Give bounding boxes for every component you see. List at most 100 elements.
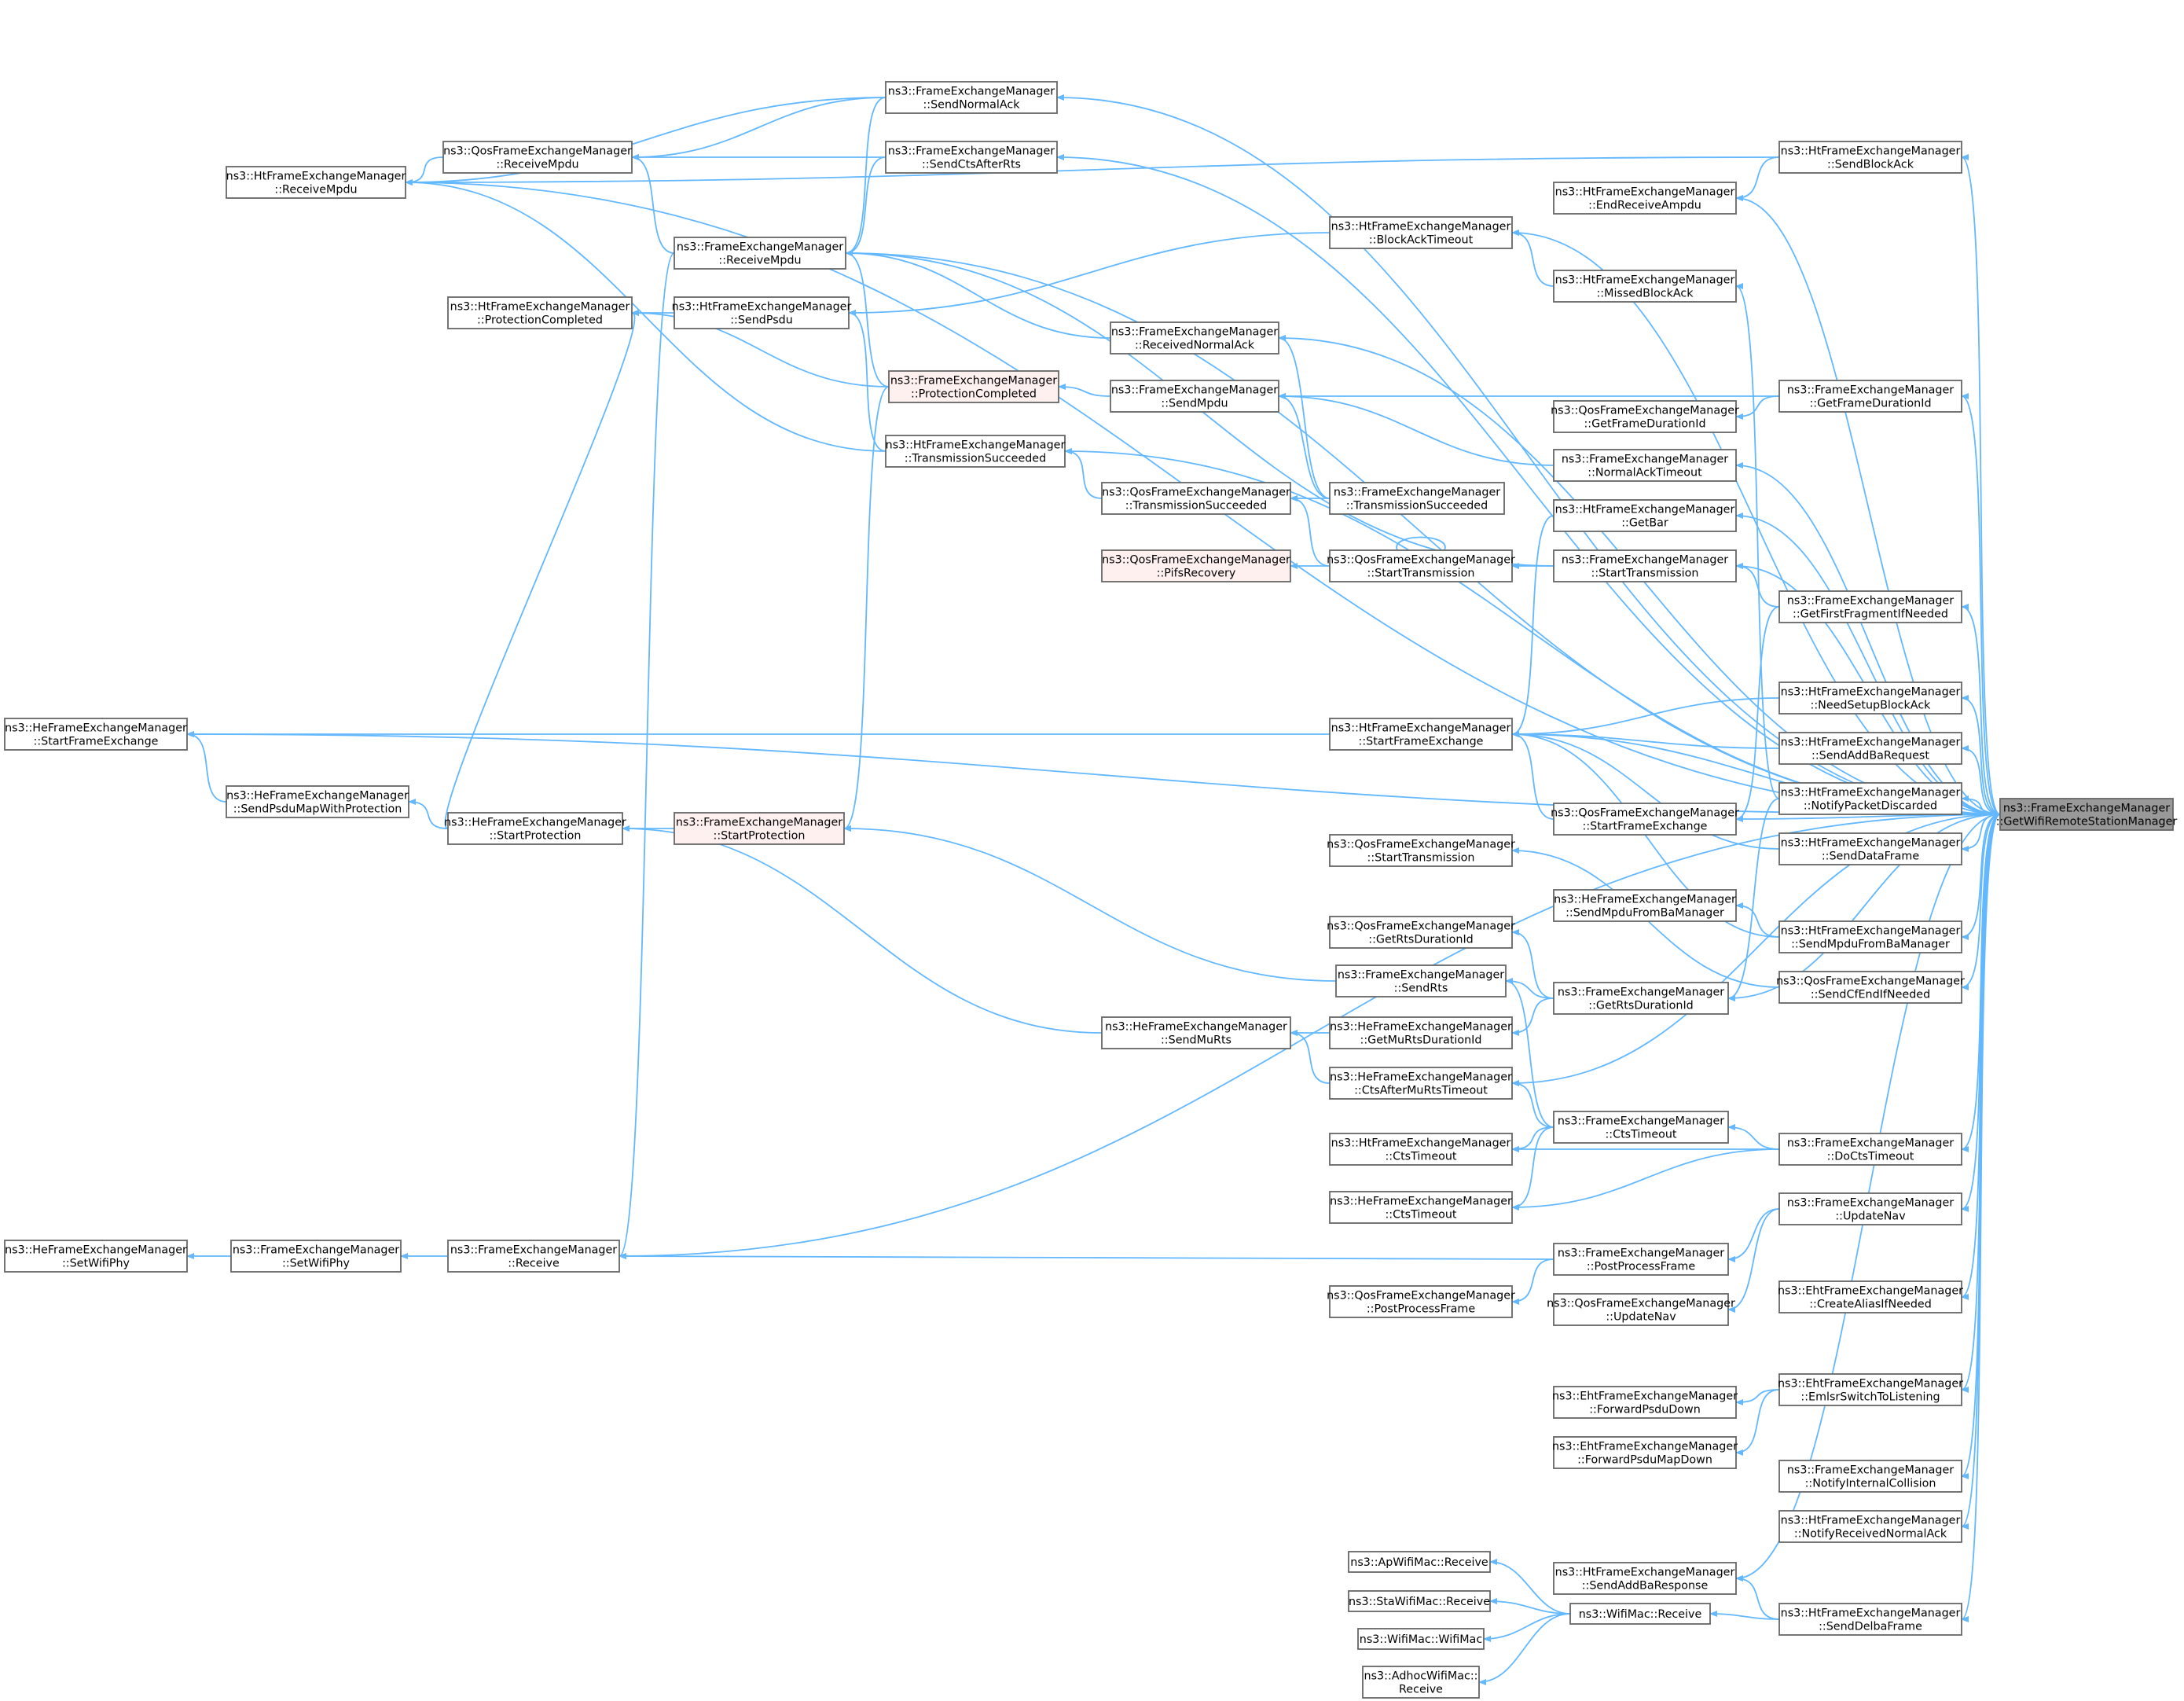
graph-node-ht-getbar[interactable]: ns3::HtFrameExchangeManager::GetBar [1553, 499, 1737, 532]
graph-node-qos-starttransmission-a[interactable]: ns3::QosFrameExchangeManager::StartTrans… [1327, 549, 1515, 582]
graph-node-qos-receivempdu[interactable]: ns3::QosFrameExchangeManager::ReceiveMpd… [442, 141, 633, 174]
graph-node-ht-protectioncompleted[interactable]: ns3::HtFrameExchangeManager::ProtectionC… [447, 296, 633, 329]
node-label: ns3::QosFrameExchangeManager [443, 145, 632, 158]
graph-node-ht-sendaddbaresponse[interactable]: ns3::HtFrameExchangeManager::SendAddBaRe… [1553, 1562, 1737, 1595]
node-box [1110, 380, 1279, 413]
graph-node-fem-getrtsdurationid[interactable]: ns3::FrameExchangeManager::GetRtsDuratio… [1553, 982, 1729, 1015]
graph-node-fem-starttransmission[interactable]: ns3::FrameExchangeManager::StartTransmis… [1553, 549, 1737, 582]
graph-node-he-sendpsdumap[interactable]: ns3::HeFrameExchangeManager::SendPsduMap… [226, 785, 409, 818]
graph-node-qos-postprocessframe[interactable]: ns3::QosFrameExchangeManager::PostProces… [1327, 1285, 1515, 1318]
node-label: ::ReceivedNormalAck [1135, 340, 1255, 352]
graph-node-ht-sendpsdu[interactable]: ns3::HtFrameExchangeManager::SendPsdu [672, 296, 852, 329]
call-edge [1735, 1575, 1780, 1620]
graph-node-fem-sendmpdu[interactable]: ns3::FrameExchangeManager::SendMpdu [1110, 380, 1279, 413]
graph-node-ht-sendaddbarequest[interactable]: ns3::HtFrameExchangeManager::SendAddBaRe… [1778, 732, 1962, 765]
graph-node-apwifimac-receive[interactable]: ns3::ApWifiMac::Receive [1348, 1551, 1491, 1573]
graph-node-fem-protectioncompleted[interactable]: ns3::FrameExchangeManager::ProtectionCom… [888, 370, 1059, 403]
node-label: ns3::QosFrameExchangeManager [1551, 405, 1739, 417]
graph-node-he-sendmpdufromba[interactable]: ns3::HeFrameExchangeManager::SendMpduFro… [1553, 889, 1737, 922]
call-edge [1511, 731, 1554, 820]
graph-node-qos-starttransmission-b[interactable]: ns3::QosFrameExchangeManager::StartTrans… [1327, 834, 1515, 867]
graph-node-eht-emlsrswitch[interactable]: ns3::EhtFrameExchangeManager::EmlsrSwitc… [1778, 1373, 1963, 1406]
graph-node-fem-postprocessframe[interactable]: ns3::FrameExchangeManager::PostProcessFr… [1553, 1243, 1729, 1276]
graph-node-ht-startframeexchange[interactable]: ns3::HtFrameExchangeManager::StartFrameE… [1329, 718, 1513, 751]
graph-node-he-startprotection[interactable]: ns3::HeFrameExchangeManager::StartProtec… [444, 812, 626, 845]
graph-node-fem-doctstimeout[interactable]: ns3::FrameExchangeManager::DoCtsTimeout [1778, 1133, 1962, 1166]
graph-node-adhocwifimac-receive[interactable]: ns3::AdhocWifiMac::Receive [1362, 1666, 1480, 1699]
graph-node-fem-sendctsafterrts[interactable]: ns3::FrameExchangeManager::SendCtsAfterR… [885, 141, 1058, 174]
graph-node-target[interactable]: ns3::FrameExchangeManager::GetWifiRemote… [1996, 798, 2178, 831]
node-label: ::PifsRecovery [1157, 568, 1236, 580]
graph-node-fem-getframedurationid[interactable]: ns3::FrameExchangeManager::GetFrameDurat… [1778, 380, 1962, 413]
graph-node-ht-sendmpdufromba[interactable]: ns3::HtFrameExchangeManager::SendMpduFro… [1778, 920, 1962, 953]
graph-node-stawifimac-receive[interactable]: ns3::StaWifiMac::Receive [1348, 1590, 1491, 1612]
node-box [1778, 1133, 1962, 1166]
node-label: ns3::FrameExchangeManager [2003, 803, 2170, 815]
call-edge [631, 97, 886, 160]
node-label: ::StartFrameExchange [1359, 736, 1484, 748]
graph-node-he-setwifiphy[interactable]: ns3::HeFrameExchangeManager::SetWifiPhy [4, 1240, 188, 1273]
graph-node-wifimac-receive[interactable]: ns3::WifiMac::Receive [1569, 1603, 1711, 1625]
graph-node-qos-getrtsdurationid[interactable]: ns3::QosFrameExchangeManager::GetRtsDura… [1327, 916, 1515, 949]
node-label: ::GetFirstFragmentIfNeeded [1793, 608, 1948, 621]
graph-node-ht-senddelbaframe[interactable]: ns3::HtFrameExchangeManager::SendDelbaFr… [1778, 1603, 1962, 1636]
graph-node-fem-sendrts[interactable]: ns3::FrameExchangeManager::SendRts [1335, 964, 1507, 997]
graph-node-ht-needsetupblockack[interactable]: ns3::HtFrameExchangeManager::NeedSetupBl… [1778, 682, 1962, 715]
graph-node-fem-ctstimeout[interactable]: ns3::FrameExchangeManager::CtsTimeout [1553, 1111, 1729, 1144]
graph-node-he-ctstimeout[interactable]: ns3::HeFrameExchangeManager::CtsTimeout [1329, 1191, 1513, 1224]
graph-node-fem-sendnormalack[interactable]: ns3::FrameExchangeManager::SendNormalAck [885, 81, 1058, 114]
graph-node-ht-transmissionsucceeded[interactable]: ns3::HtFrameExchangeManager::Transmissio… [885, 435, 1066, 468]
node-label: ::SendMuRts [1161, 1034, 1231, 1047]
graph-node-qos-transmissionsucceeded[interactable]: ns3::QosFrameExchangeManager::Transmissi… [1101, 482, 1291, 515]
call-edge [1511, 929, 1554, 999]
graph-node-ht-ctstimeout[interactable]: ns3::HtFrameExchangeManager::CtsTimeout [1329, 1133, 1513, 1166]
graph-node-ht-senddataframe[interactable]: ns3::HtFrameExchangeManager::SendDataFra… [1778, 832, 1962, 865]
graph-node-he-ctsaftermurtstimeout[interactable]: ns3::HeFrameExchangeManager::CtsAfterMuR… [1329, 1067, 1513, 1100]
node-label: ::NotifyReceivedNormalAck [1794, 1528, 1947, 1541]
graph-node-he-sendmurts[interactable]: ns3::HeFrameExchangeManager::SendMuRts [1101, 1016, 1291, 1049]
graph-node-qos-sendcfendifneeded[interactable]: ns3::QosFrameExchangeManager::SendCfEndI… [1776, 971, 1965, 1004]
graph-node-fem-normalacktimeout[interactable]: ns3::FrameExchangeManager::NormalAckTime… [1553, 449, 1737, 482]
graph-node-qos-getframedurationid[interactable]: ns3::QosFrameExchangeManager::GetFrameDu… [1551, 400, 1739, 433]
graph-node-ht-missedblockack[interactable]: ns3::HtFrameExchangeManager::MissedBlock… [1553, 270, 1737, 303]
graph-node-fem-getfirstfragment[interactable]: ns3::FrameExchangeManager::GetFirstFragm… [1778, 590, 1962, 623]
call-edge [405, 179, 886, 452]
graph-node-ht-sendblockack[interactable]: ns3::HtFrameExchangeManager::SendBlockAc… [1778, 141, 1962, 174]
node-box [226, 785, 409, 818]
graph-node-eht-createalias[interactable]: ns3::EhtFrameExchangeManager::CreateAlia… [1778, 1280, 1963, 1313]
node-label: ns3::HtFrameExchangeManager [1781, 837, 1961, 850]
node-box [885, 141, 1058, 174]
edge-layer [186, 94, 2001, 1685]
graph-node-ht-notifypacketdiscarded[interactable]: ns3::HtFrameExchangeManager::NotifyPacke… [1778, 782, 1962, 815]
graph-node-qos-updatenav[interactable]: ns3::QosFrameExchangeManager::UpdateNav [1547, 1293, 1735, 1326]
graph-node-qos-startframeexchange[interactable]: ns3::QosFrameExchangeManager::StartFrame… [1551, 803, 1739, 836]
graph-node-he-startframeexchange[interactable]: ns3::HeFrameExchangeManager::StartFrameE… [4, 718, 188, 751]
graph-node-ht-endreceiveampdu[interactable]: ns3::HtFrameExchangeManager::EndReceiveA… [1553, 182, 1737, 215]
graph-node-wifimac-wifimac[interactable]: ns3::WifiMac::WifiMac [1357, 1628, 1485, 1650]
graph-node-he-getmurtsdurationid[interactable]: ns3::HeFrameExchangeManager::GetMuRtsDur… [1329, 1016, 1513, 1049]
graph-node-fem-notifyinternalcollision[interactable]: ns3::FrameExchangeManager::NotifyInterna… [1778, 1460, 1962, 1493]
node-box [674, 237, 846, 270]
graph-node-ht-notifyreceivednormalack[interactable]: ns3::HtFrameExchangeManager::NotifyRecei… [1778, 1510, 1962, 1543]
node-label: ns3::QosFrameExchangeManager [1776, 975, 1965, 988]
graph-node-fem-transmissionsucceeded[interactable]: ns3::FrameExchangeManager::TransmissionS… [1329, 482, 1505, 515]
graph-node-qos-pifsrecovery[interactable]: ns3::QosFrameExchangeManager::PifsRecove… [1101, 549, 1291, 582]
node-label: ns3::HeFrameExchangeManager [226, 790, 409, 803]
graph-node-fem-setwifiphy[interactable]: ns3::FrameExchangeManager::SetWifiPhy [230, 1240, 402, 1273]
graph-node-fem-receivempdu[interactable]: ns3::FrameExchangeManager::ReceiveMpdu [674, 237, 846, 270]
graph-node-ht-receivempdu[interactable]: ns3::HtFrameExchangeManager::ReceiveMpdu [226, 166, 406, 199]
graph-node-fem-startprotection[interactable]: ns3::FrameExchangeManager::StartProtecti… [674, 812, 845, 845]
graph-node-fem-updatenav[interactable]: ns3::FrameExchangeManager::UpdateNav [1778, 1192, 1962, 1225]
graph-node-eht-forwardpsdumapdown[interactable]: ns3::EhtFrameExchangeManager::ForwardPsd… [1552, 1436, 1738, 1469]
graph-node-eht-forwardpsdudown[interactable]: ns3::EhtFrameExchangeManager::ForwardPsd… [1552, 1386, 1738, 1419]
node-label: ns3::FrameExchangeManager [450, 1244, 617, 1257]
graph-node-fem-receivednormalack[interactable]: ns3::FrameExchangeManager::ReceivedNorma… [1110, 321, 1279, 355]
node-label: ::NotifyInternalCollision [1805, 1478, 1936, 1490]
node-box [1553, 400, 1737, 433]
node-label: ::CtsTimeout [1385, 1151, 1456, 1163]
node-label: ::Receive [508, 1258, 560, 1270]
node-label: ::StartTransmission [1367, 852, 1475, 865]
graph-node-ht-blockacktimeout[interactable]: ns3::HtFrameExchangeManager::BlockAckTim… [1329, 216, 1513, 249]
graph-node-fem-receive[interactable]: ns3::FrameExchangeManager::Receive [447, 1240, 620, 1273]
